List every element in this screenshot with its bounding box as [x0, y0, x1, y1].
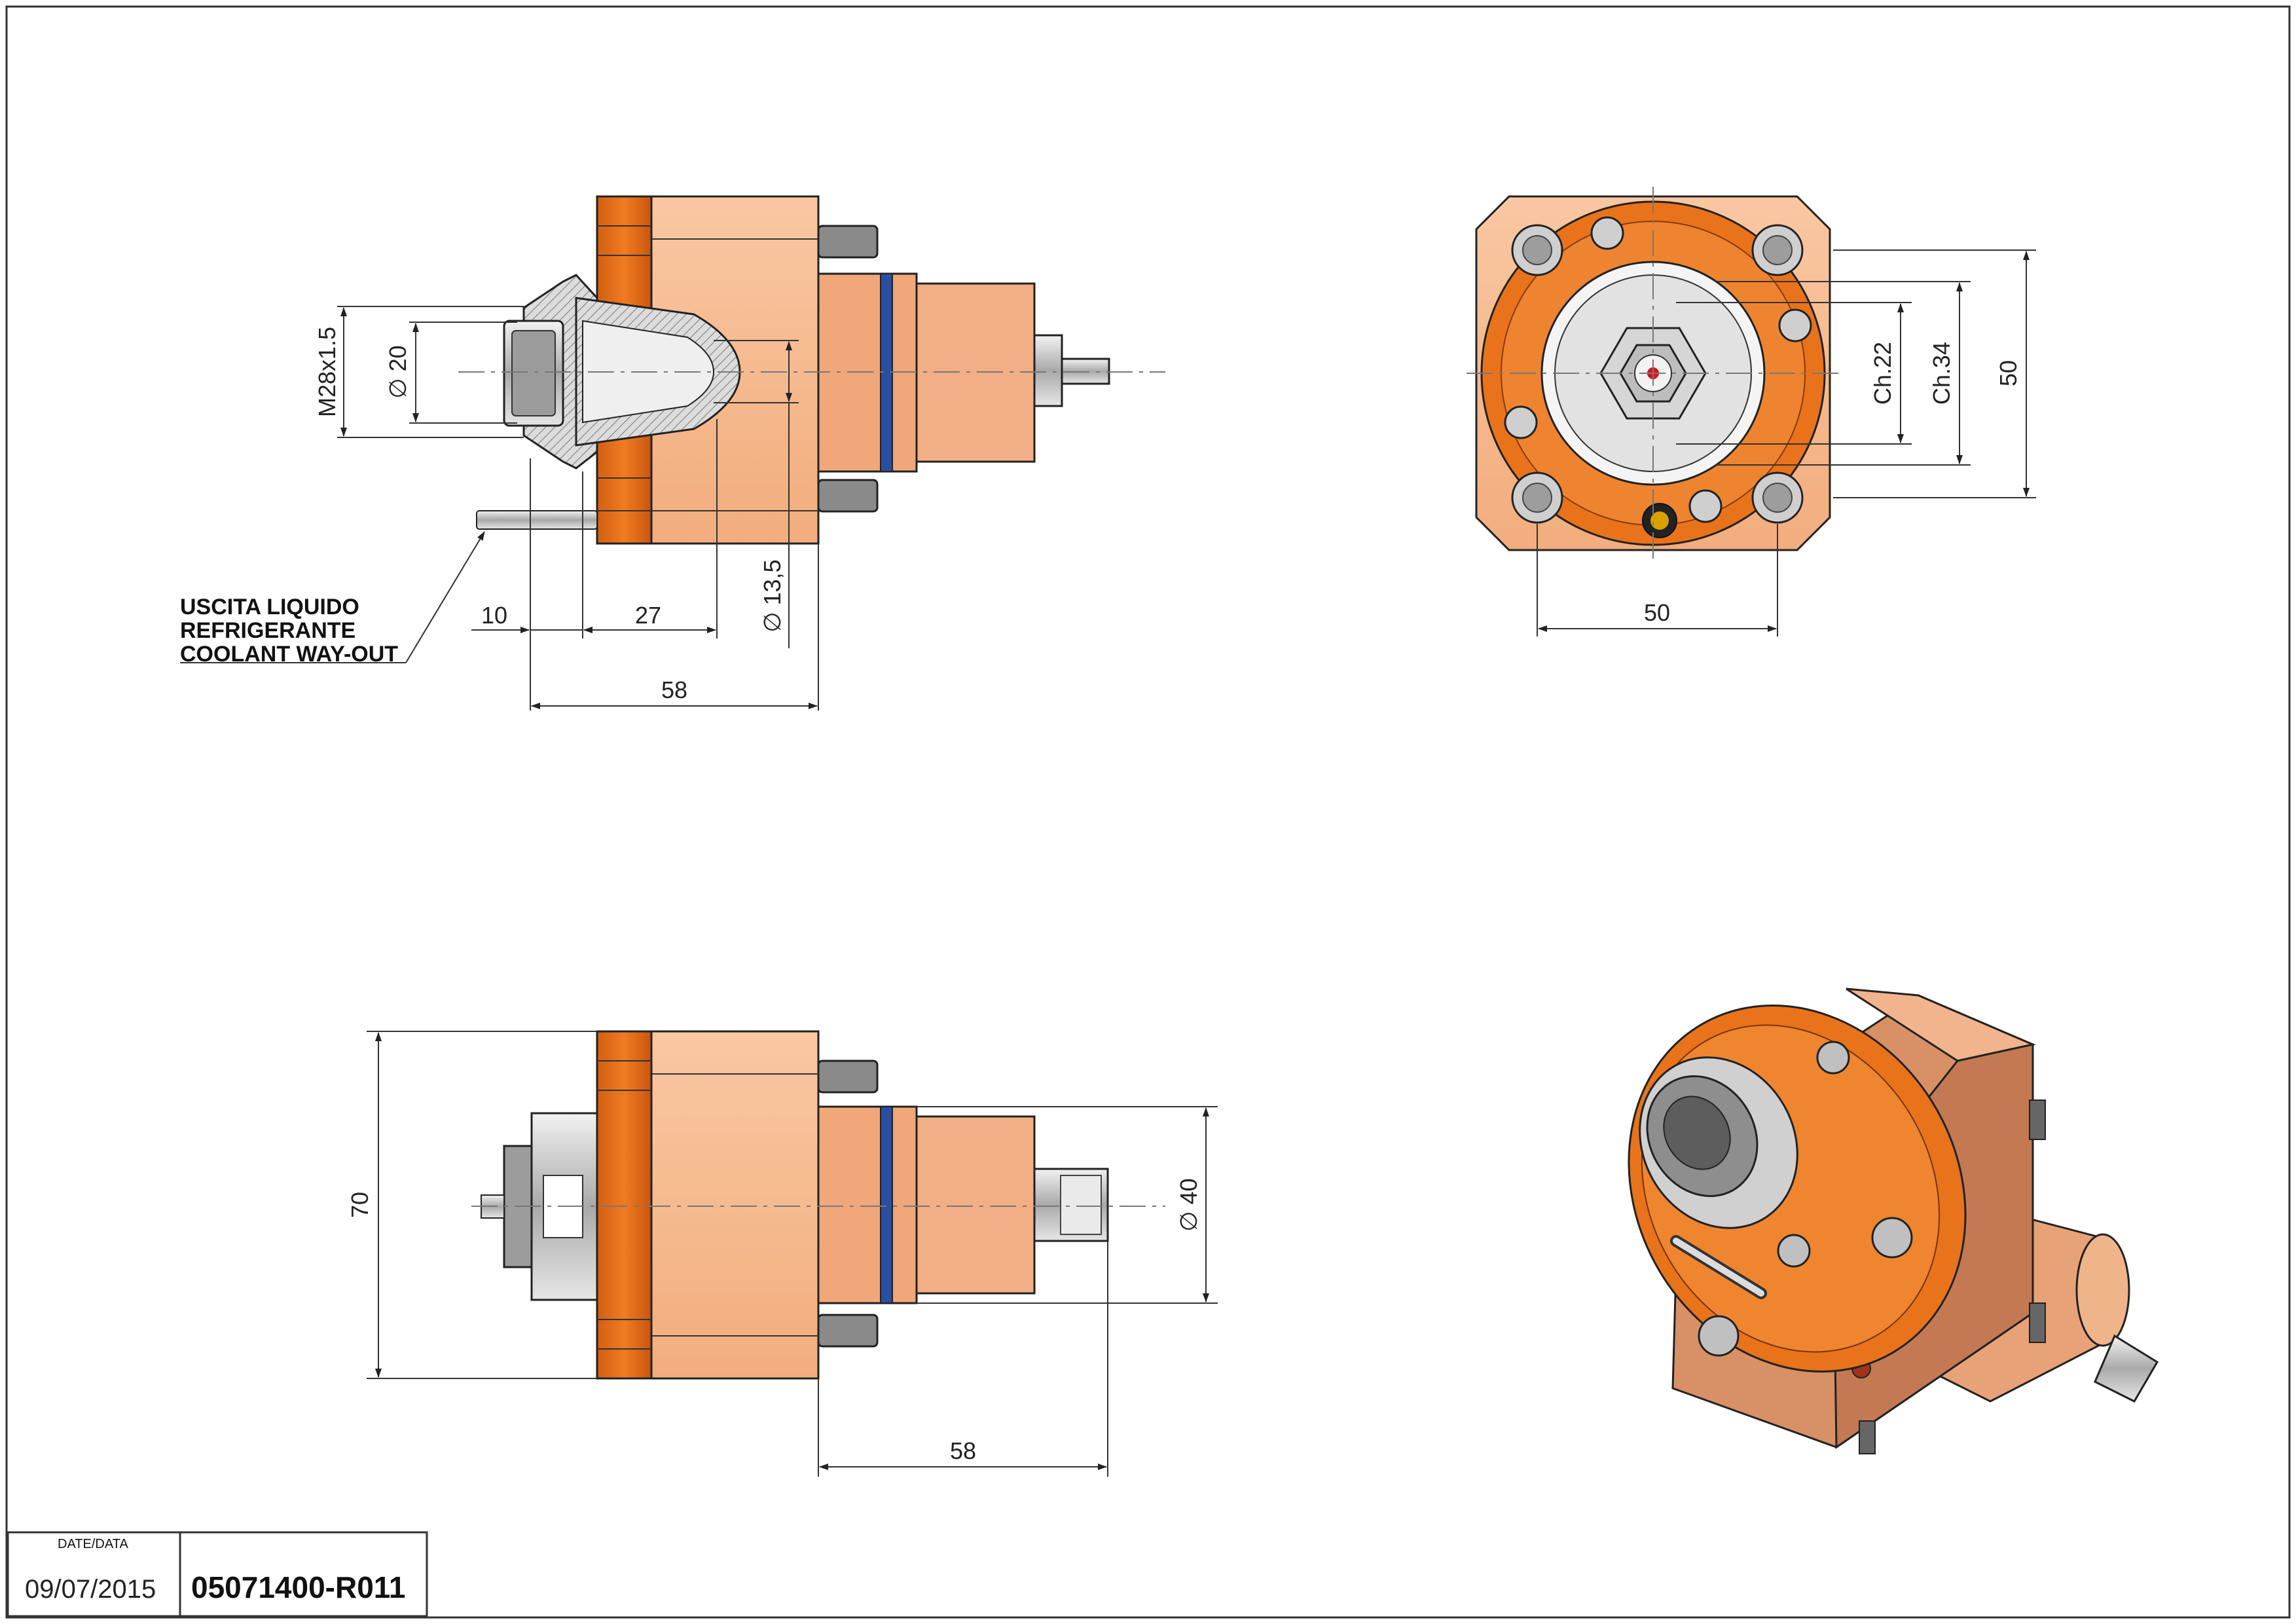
sheet-border — [5, 5, 2291, 1619]
bottom-view: 70 ∅ 40 58 — [346, 1030, 1218, 1477]
bottom-flange — [596, 1030, 653, 1380]
bolt-bottom — [817, 479, 879, 513]
front-view: Ch.22 Ch.34 50 50 — [1467, 187, 2036, 637]
dim-thread: M28x1.5 — [314, 327, 340, 417]
dim-10: 10 — [481, 602, 507, 629]
dim-27: 27 — [635, 602, 661, 629]
front-bolts — [1504, 216, 1812, 524]
dim-58-bottom: 58 — [950, 1437, 976, 1464]
dim-dia13: ∅ 13,5 — [759, 559, 786, 632]
note-coolant-it-1: USCITA LIQUIDO — [180, 595, 359, 619]
drawing-code: 05071400-R011 — [191, 1570, 405, 1604]
dim-58-side: 58 — [661, 676, 687, 703]
bottom-main-body — [650, 1030, 820, 1380]
note-coolant-it-2: REFRIGERANTE — [180, 618, 355, 643]
dim-50-vertical: 50 — [1995, 360, 2022, 386]
date-label: DATE/DATA — [58, 1537, 128, 1551]
bottom-collet-nut — [530, 1112, 598, 1301]
title-block: DATE/DATA 09/07/2015 05071400-R011 — [7, 1531, 428, 1617]
dim-50-horizontal: 50 — [1644, 599, 1670, 626]
dim-dia40: ∅ 40 — [1175, 1178, 1202, 1231]
note-coolant-en: COOLANT WAY-OUT — [180, 642, 398, 667]
drive-shaft — [1033, 334, 1063, 407]
bottom-seal-ring — [880, 1106, 893, 1304]
date-value: 09/07/2015 — [25, 1575, 156, 1604]
dim-dia20: ∅ 20 — [384, 345, 411, 398]
bolt-top — [817, 225, 879, 259]
side-view: M28x1.5 ∅ 20 ∅ 13,5 10 27 58 USCITA LIQU… — [180, 195, 1165, 710]
dim-ch22: Ch.22 — [1869, 342, 1896, 405]
coolant-pipe — [476, 510, 598, 530]
dim-ch34: Ch.34 — [1928, 342, 1955, 405]
isometric-view — [1628, 987, 2159, 1454]
dim-70: 70 — [346, 1192, 373, 1218]
